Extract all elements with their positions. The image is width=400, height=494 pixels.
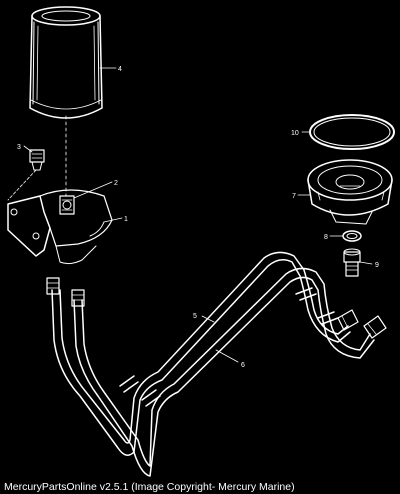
part-hose-6[interactable] xyxy=(73,267,375,477)
part-hose-5[interactable] xyxy=(51,251,351,456)
callout-9: 9 xyxy=(375,262,379,269)
part-seal-ring[interactable] xyxy=(309,114,395,150)
part-washer[interactable] xyxy=(342,230,362,242)
callout-leaders xyxy=(23,67,373,363)
part-filter-head[interactable] xyxy=(307,159,393,225)
part-center-fitting[interactable] xyxy=(59,195,75,215)
callout-3: 3 xyxy=(17,144,21,151)
callout-1: 1 xyxy=(124,216,128,223)
hose-end-fitting-right-b xyxy=(363,315,387,339)
hose-end-fitting-left-a xyxy=(46,277,60,295)
callout-6: 6 xyxy=(241,362,245,369)
callout-10: 10 xyxy=(291,130,299,137)
callout-8: 8 xyxy=(324,234,328,241)
callout-2: 2 xyxy=(114,180,118,187)
hose-end-fitting-right-a xyxy=(337,309,359,331)
part-hose-fitting[interactable] xyxy=(343,248,361,277)
hose-end-fitting-left-b xyxy=(71,289,85,307)
part-oil-filter[interactable] xyxy=(29,6,103,119)
callout-7: 7 xyxy=(292,193,296,200)
bolt-leader-dashed xyxy=(7,169,37,201)
part-bolt[interactable] xyxy=(29,149,45,171)
hose-clamps xyxy=(119,287,339,407)
callout-4: 4 xyxy=(118,66,122,73)
callout-5: 5 xyxy=(193,313,197,320)
copyright-footer: MercuryPartsOnline v2.5.1 (Image Copyrig… xyxy=(4,481,295,493)
